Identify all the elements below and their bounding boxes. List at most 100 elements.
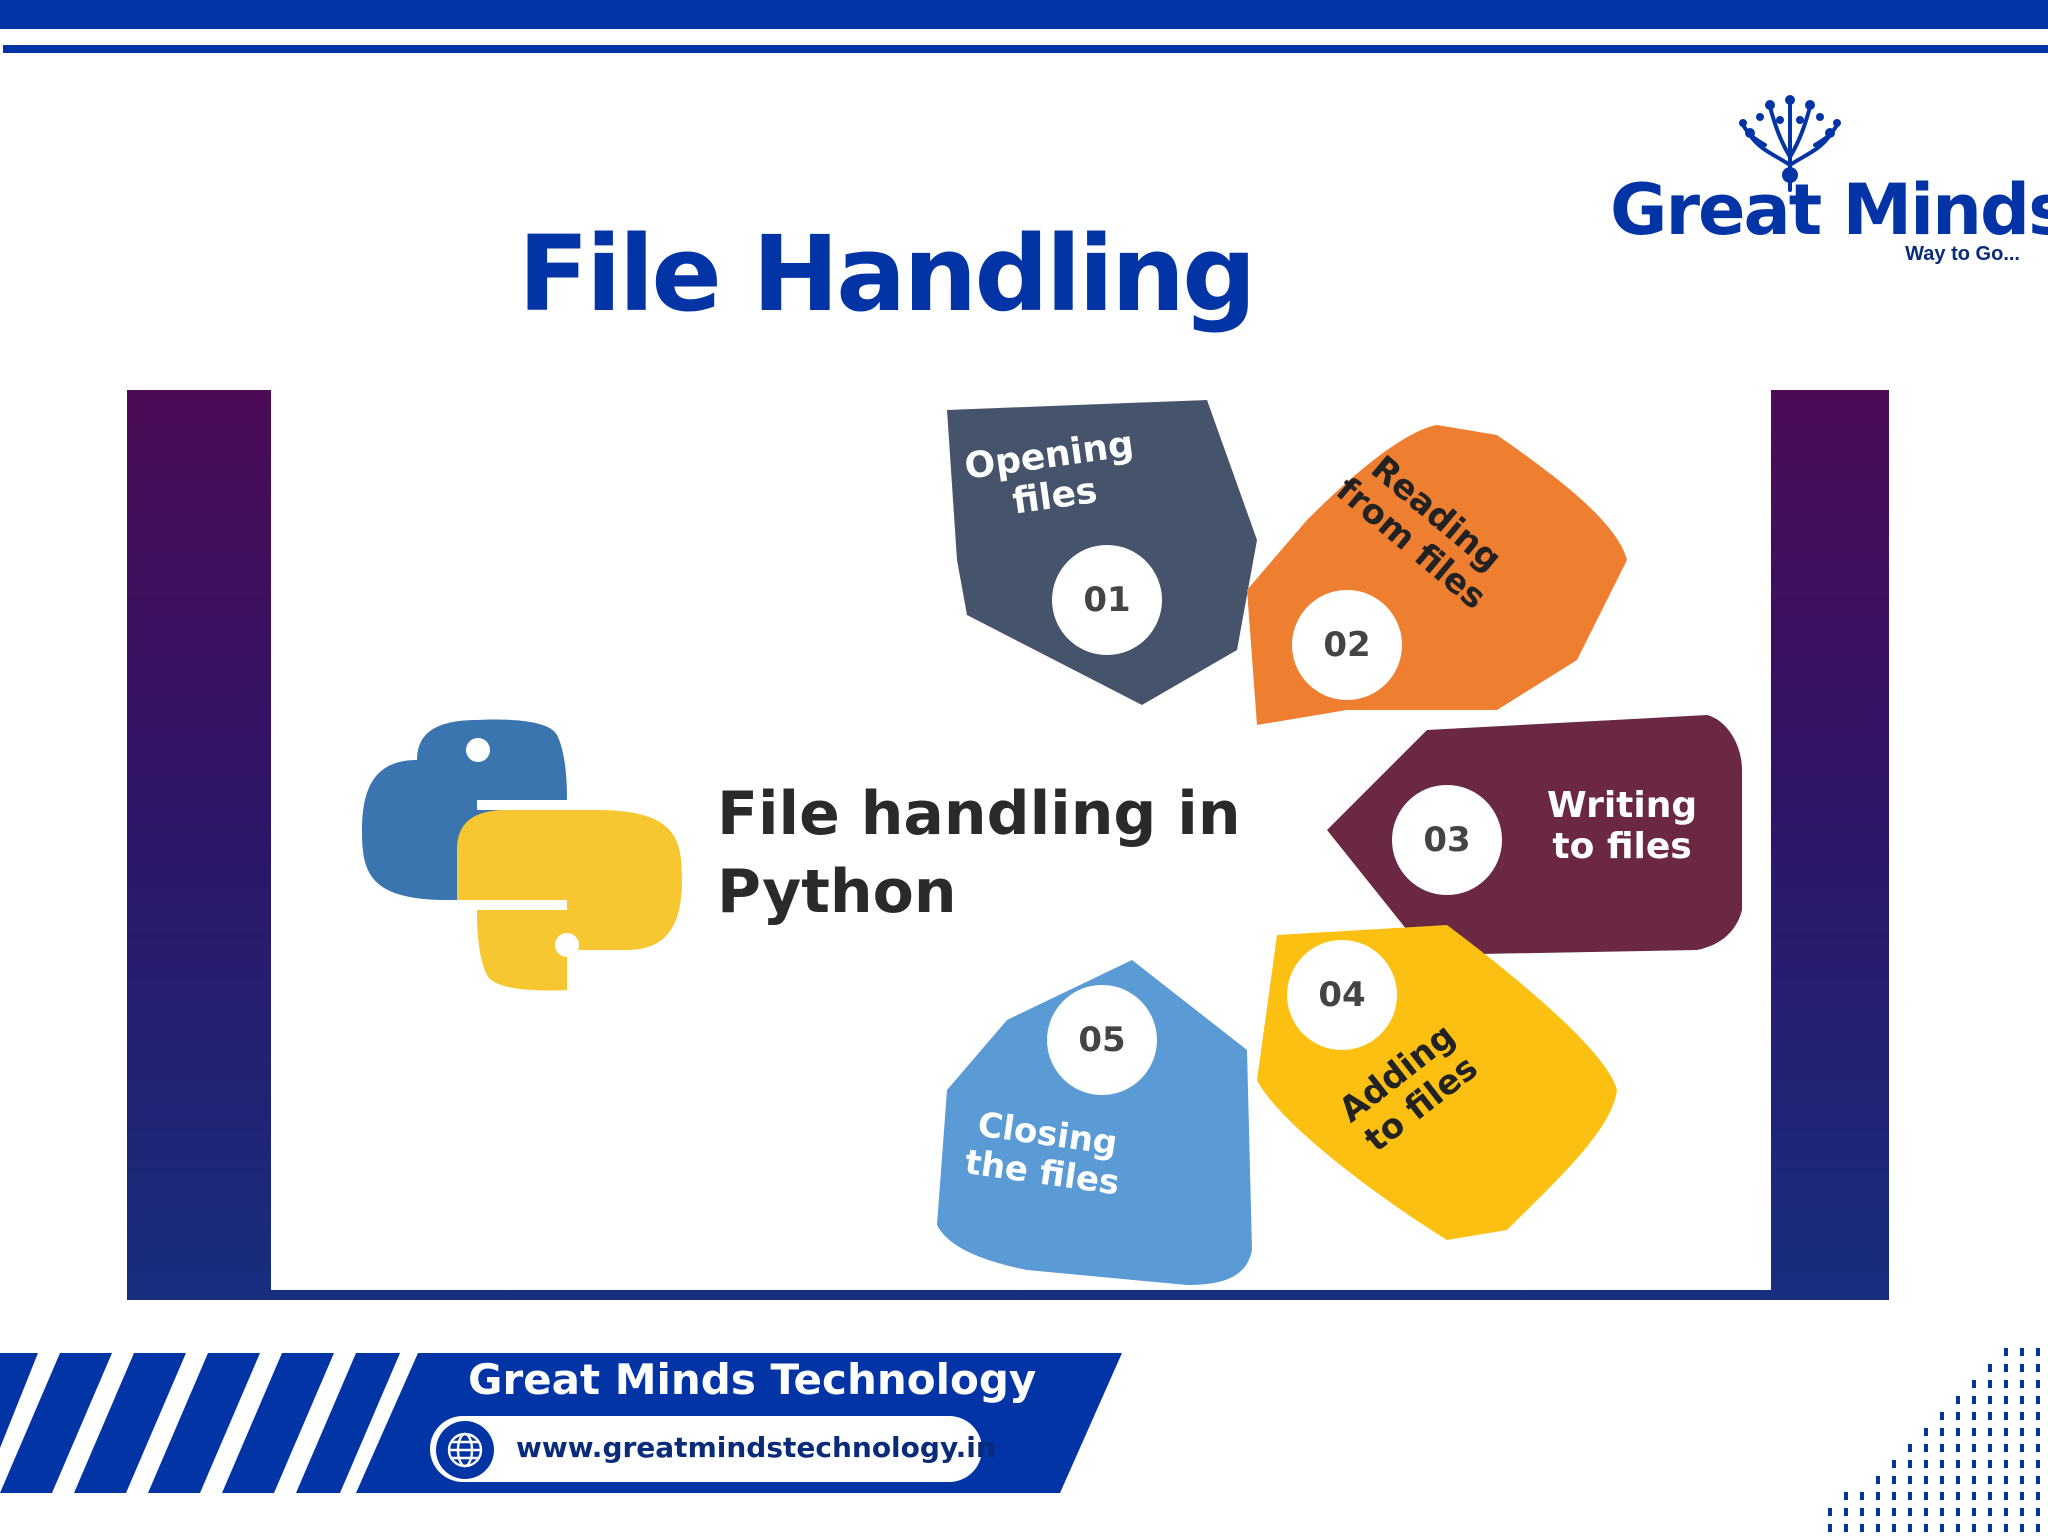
- page-title: File Handling: [518, 213, 1257, 335]
- pattern-dot: [2020, 1476, 2024, 1484]
- pattern-dot: [1940, 1444, 1944, 1452]
- step-04-number: 04: [1287, 940, 1397, 1050]
- top-accent-bar: [0, 0, 2048, 29]
- pattern-dot: [2036, 1396, 2040, 1404]
- pattern-dot: [2004, 1348, 2008, 1356]
- pattern-dot: [1876, 1476, 1880, 1484]
- step-05-number: 05: [1047, 985, 1157, 1095]
- pattern-dot: [1828, 1524, 1832, 1532]
- pattern-dot: [1908, 1460, 1912, 1468]
- pattern-dot: [1892, 1460, 1896, 1468]
- pattern-dot: [2020, 1396, 2024, 1404]
- infographic-heading-line1: File handling in: [717, 779, 1241, 849]
- pattern-dot: [2020, 1508, 2024, 1516]
- pattern-dot: [2036, 1476, 2040, 1484]
- pattern-dot: [2036, 1524, 2040, 1532]
- pattern-dot: [2004, 1492, 2008, 1500]
- pattern-dot: [1956, 1412, 1960, 1420]
- pattern-dot: [2036, 1348, 2040, 1356]
- pattern-dot: [1876, 1524, 1880, 1532]
- pattern-dot: [1988, 1428, 1992, 1436]
- pattern-dot: [1908, 1492, 1912, 1500]
- pattern-dot: [2020, 1380, 2024, 1388]
- pattern-dot: [1956, 1428, 1960, 1436]
- pattern-dot: [2004, 1364, 2008, 1372]
- globe-icon: [436, 1421, 494, 1479]
- pattern-dot: [2020, 1492, 2024, 1500]
- infographic-heading-line2: Python: [717, 857, 957, 927]
- pattern-dot: [2020, 1524, 2024, 1532]
- pattern-dot: [1860, 1508, 1864, 1516]
- step-03-number: 03: [1392, 785, 1502, 895]
- pattern-dot: [1876, 1492, 1880, 1500]
- pattern-dot: [1940, 1508, 1944, 1516]
- pattern-dot: [2004, 1524, 2008, 1532]
- pattern-dot: [1940, 1524, 1944, 1532]
- pattern-dot: [1908, 1444, 1912, 1452]
- python-logo-icon: [362, 719, 682, 991]
- pattern-dot: [1956, 1508, 1960, 1516]
- pattern-dot: [1940, 1460, 1944, 1468]
- pattern-dot: [1924, 1524, 1928, 1532]
- pattern-dot: [1844, 1524, 1848, 1532]
- pattern-dot: [1908, 1476, 1912, 1484]
- top-accent-line: [3, 45, 2048, 53]
- pattern-dot: [1940, 1412, 1944, 1420]
- pattern-dot: [1844, 1492, 1848, 1500]
- logo-tagline: Way to Go...: [1905, 243, 2020, 265]
- pattern-dot: [1924, 1428, 1928, 1436]
- pattern-dot: [1940, 1492, 1944, 1500]
- pattern-dot: [2004, 1412, 2008, 1420]
- pattern-dot: [1972, 1428, 1976, 1436]
- pattern-dot: [1940, 1476, 1944, 1484]
- pattern-dot: [1988, 1364, 1992, 1372]
- infographic-image: File handling in Python Opening files 01…: [127, 390, 1889, 1300]
- pattern-dot: [2020, 1412, 2024, 1420]
- pattern-dot: [1988, 1492, 1992, 1500]
- pattern-dot: [2004, 1444, 2008, 1452]
- pattern-dot: [1988, 1396, 1992, 1404]
- pattern-dot: [2020, 1428, 2024, 1436]
- pattern-dot: [1988, 1380, 1992, 1388]
- footer-company-name: Great Minds Technology: [468, 1355, 1037, 1404]
- pattern-dot: [2036, 1492, 2040, 1500]
- pattern-dot: [2004, 1460, 2008, 1468]
- pattern-dot: [2036, 1444, 2040, 1452]
- pattern-dot: [1972, 1476, 1976, 1484]
- pattern-dot: [1972, 1380, 1976, 1388]
- pattern-dot: [1892, 1476, 1896, 1484]
- pattern-dot: [2004, 1380, 2008, 1388]
- pattern-dot: [1956, 1492, 1960, 1500]
- infographic-heading: File handling in Python: [717, 775, 1241, 931]
- pattern-dot: [1988, 1444, 1992, 1452]
- pattern-dot: [1956, 1476, 1960, 1484]
- pattern-dot: [1828, 1508, 1832, 1516]
- pattern-dot: [1972, 1524, 1976, 1532]
- pattern-dot: [1972, 1508, 1976, 1516]
- footer-url-pill[interactable]: [430, 1416, 982, 1482]
- footer-website-link[interactable]: www.greatmindstechnology.in: [516, 1431, 996, 1464]
- pattern-dot: [1972, 1492, 1976, 1500]
- step-03-label: Writing to files: [1547, 785, 1698, 868]
- pattern-dot: [1924, 1444, 1928, 1452]
- pattern-dot: [2036, 1460, 2040, 1468]
- decorative-dot-pattern: [1828, 1348, 2040, 1532]
- pattern-dot: [1860, 1492, 1864, 1500]
- pattern-dot: [2020, 1460, 2024, 1468]
- tree-logo-icon: [1739, 95, 1841, 192]
- pattern-dot: [1908, 1508, 1912, 1516]
- brand-logo: Great Minds Way to Go...: [1600, 95, 2048, 270]
- pattern-dot: [2036, 1428, 2040, 1436]
- pattern-dot: [1892, 1524, 1896, 1532]
- pattern-dot: [1956, 1396, 1960, 1404]
- pattern-dot: [1956, 1460, 1960, 1468]
- pattern-dot: [1988, 1524, 1992, 1532]
- pattern-dot: [1924, 1476, 1928, 1484]
- pattern-dot: [2036, 1364, 2040, 1372]
- pattern-dot: [1940, 1428, 1944, 1436]
- pattern-dot: [1972, 1396, 1976, 1404]
- pattern-dot: [1924, 1508, 1928, 1516]
- step-02-number: 02: [1292, 590, 1402, 700]
- pattern-dot: [2020, 1364, 2024, 1372]
- pattern-dot: [1860, 1524, 1864, 1532]
